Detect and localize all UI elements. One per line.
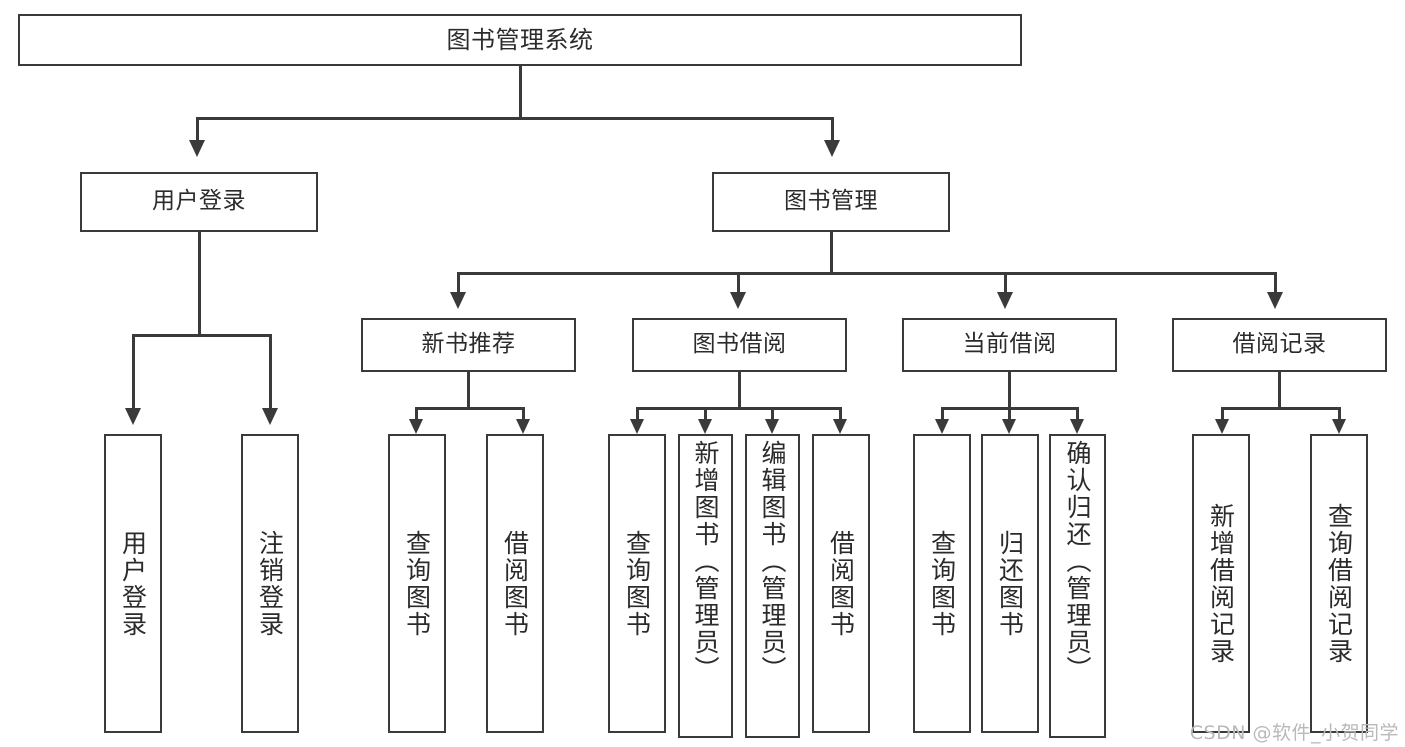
connector-user-login-drop-1 [132,334,135,410]
connector-root-stem [519,66,522,118]
arrow-to-user-login [189,140,205,157]
node-label: 新增借阅记录 [1206,502,1236,665]
connector-book-borrow-drop-2 [704,407,707,421]
connector-to-user-login [196,117,199,142]
arrow-to-leaf-user-login [125,408,141,425]
leaf-confirm-return-admin[interactable]: 确认归还（管理员） [1049,434,1106,738]
node-label: 查询图书 [402,529,432,638]
arrow-to-leaf-add-borrow-record [1215,419,1229,434]
connector-drop-new-book [457,272,460,294]
connector-new-book-stem [467,372,470,410]
arrow-to-leaf-add-book-admin [698,419,712,434]
arrow-to-book-management [824,140,840,157]
arrow-to-leaf-borrow-book-2 [833,419,847,434]
connector-user-login-stem [198,232,201,336]
node-label: 新书推荐 [421,331,516,358]
node-label: 查询借阅记录 [1324,502,1354,665]
connector-book-management-stem [830,232,833,274]
arrow-to-current-borrow [997,292,1013,309]
node-new-book-recommend[interactable]: 新书推荐 [361,318,576,372]
leaf-query-book-3[interactable]: 查询图书 [913,434,971,733]
arrow-to-new-book-recommend [450,292,466,309]
connector-level3-bus [457,272,1277,275]
node-label: 图书借阅 [692,331,787,358]
node-label: 借阅记录 [1232,331,1327,358]
leaf-user-login[interactable]: 用户登录 [104,434,162,733]
node-label: 查询图书 [927,529,957,638]
arrow-to-leaf-query-borrow-record [1332,419,1346,434]
connector-drop-current-borrow [1004,272,1007,294]
node-label: 编辑图书（管理员） [758,440,787,683]
connector-drop-borrow-record [1274,272,1277,294]
node-label: 借阅图书 [826,529,856,638]
leaf-add-borrow-record[interactable]: 新增借阅记录 [1192,434,1250,733]
leaf-borrow-book-1[interactable]: 借阅图书 [486,434,544,733]
connector-borrow-record-bus [1221,407,1341,410]
csdn-watermark: CSDN @软件_小贺同学 [1189,722,1399,744]
leaf-query-book-1[interactable]: 查询图书 [388,434,446,733]
node-label: 图书管理系统 [446,25,594,54]
node-label: 归还图书 [995,529,1025,638]
connector-new-book-drop-1 [415,407,418,421]
connector-user-login-bus [132,334,272,337]
connector-book-borrow-drop-3 [771,407,774,421]
arrow-to-leaf-query-book-2 [630,419,644,434]
node-label: 确认归还（管理员） [1063,440,1092,683]
connector-borrow-record-stem [1278,372,1281,410]
arrow-to-leaf-edit-book-admin [765,419,779,434]
connector-new-book-bus [415,407,525,410]
leaf-return-book[interactable]: 归还图书 [981,434,1039,733]
leaf-add-book-admin[interactable]: 新增图书（管理员） [678,434,733,738]
leaf-query-book-2[interactable]: 查询图书 [608,434,666,733]
node-label: 新增图书（管理员） [691,440,720,683]
arrow-to-borrow-record [1267,292,1283,309]
node-book-borrow[interactable]: 图书借阅 [632,318,847,372]
connector-book-borrow-drop-1 [636,407,639,421]
connector-level2-bus [196,117,834,120]
connector-to-book-management [831,117,834,142]
connector-borrow-record-drop-1 [1221,407,1224,421]
node-label: 查询图书 [622,529,652,638]
leaf-query-borrow-record[interactable]: 查询借阅记录 [1310,434,1368,733]
node-root-system[interactable]: 图书管理系统 [18,14,1022,66]
connector-current-borrow-drop-2 [1008,407,1011,421]
node-borrow-record[interactable]: 借阅记录 [1172,318,1387,372]
node-current-borrow[interactable]: 当前借阅 [902,318,1117,372]
leaf-borrow-book-2[interactable]: 借阅图书 [812,434,870,733]
arrow-to-leaf-return-book [1002,419,1016,434]
connector-book-borrow-drop-4 [839,407,842,421]
connector-current-borrow-drop-1 [941,407,944,421]
connector-book-borrow-stem [738,372,741,410]
node-label: 借阅图书 [500,529,530,638]
leaf-edit-book-admin[interactable]: 编辑图书（管理员） [745,434,800,738]
connector-current-borrow-drop-3 [1076,407,1079,421]
node-label: 当前借阅 [962,331,1057,358]
node-user-login[interactable]: 用户登录 [80,172,318,232]
node-label: 注销登录 [255,529,285,638]
connector-new-book-drop-2 [522,407,525,421]
node-label: 用户登录 [152,188,246,215]
connector-borrow-record-drop-2 [1338,407,1341,421]
arrow-to-leaf-query-book-3 [935,419,949,434]
node-label: 用户登录 [118,529,148,638]
arrow-to-leaf-query-book-1 [409,419,423,434]
node-book-management[interactable]: 图书管理 [712,172,950,232]
arrow-to-leaf-borrow-book-1 [516,419,530,434]
connector-current-borrow-stem [1008,372,1011,410]
arrow-to-leaf-logout-login [262,408,278,425]
connector-user-login-drop-2 [269,334,272,410]
node-label: 图书管理 [784,188,878,215]
connector-book-borrow-bus [636,407,842,410]
arrow-to-book-borrow [730,292,746,309]
connector-drop-book-borrow [737,272,740,294]
leaf-logout-login[interactable]: 注销登录 [241,434,299,733]
arrow-to-leaf-confirm-return-admin [1070,419,1084,434]
